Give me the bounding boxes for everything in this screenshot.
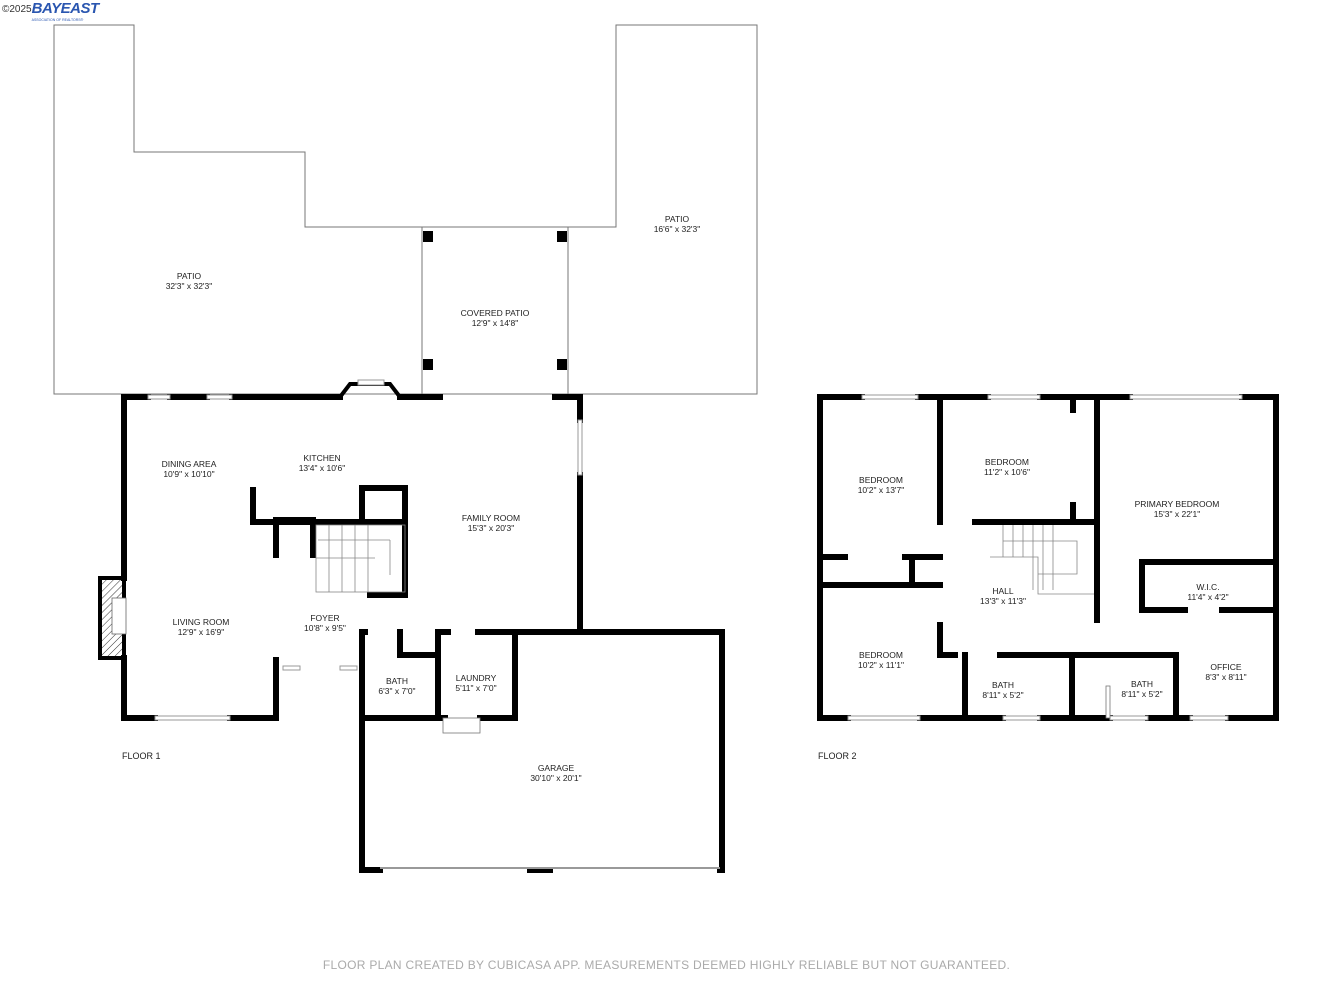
svg-text:BATH: BATH [1131, 679, 1153, 689]
room-label-wic: W.I.C.11'4" x 4'2" [1187, 582, 1228, 602]
svg-text:15'3" x 20'3": 15'3" x 20'3" [468, 523, 515, 533]
svg-text:8'11" x 5'2": 8'11" x 5'2" [1121, 689, 1162, 699]
svg-text:W.I.C.: W.I.C. [1196, 582, 1219, 592]
copyright-text: ©2025 [2, 4, 32, 15]
svg-text:10'2" x 13'7": 10'2" x 13'7" [858, 485, 905, 495]
svg-text:PATIO: PATIO [177, 271, 202, 281]
logo-tagline: ASSOCIATION OF REALTORS® [31, 18, 84, 22]
svg-text:15'3" x 22'1": 15'3" x 22'1" [1154, 509, 1201, 519]
svg-text:10'8" x 9'5": 10'8" x 9'5" [304, 623, 346, 633]
svg-text:11'2" x 10'6": 11'2" x 10'6" [984, 467, 1030, 477]
svg-text:BATH: BATH [992, 680, 1014, 690]
svg-text:PATIO: PATIO [665, 214, 690, 224]
svg-text:8'11" x 5'2": 8'11" x 5'2" [982, 690, 1023, 700]
svg-text:13'3" x 11'3": 13'3" x 11'3" [980, 596, 1026, 606]
svg-text:BEDROOM: BEDROOM [859, 650, 903, 660]
patio-post [557, 231, 567, 242]
svg-text:PRIMARY BEDROOM: PRIMARY BEDROOM [1135, 499, 1220, 509]
logo-mark: BAYEAST ASSOCIATION OF REALTORS® [31, 0, 100, 22]
svg-text:12'9" x 14'8": 12'9" x 14'8" [472, 318, 519, 328]
patio-outline [53, 24, 758, 395]
stairs [990, 525, 1094, 595]
svg-text:KITCHEN: KITCHEN [303, 453, 340, 463]
svg-text:BATH: BATH [386, 676, 408, 686]
logo-brand: BAYEAST [31, 0, 100, 17]
svg-text:DINING AREA: DINING AREA [162, 459, 217, 469]
svg-text:GARAGE: GARAGE [538, 763, 575, 773]
svg-text:8'3" x 8'11": 8'3" x 8'11" [1205, 672, 1246, 682]
svg-text:10'9" x 10'10": 10'9" x 10'10" [163, 469, 214, 479]
svg-text:FAMILY ROOM: FAMILY ROOM [462, 513, 520, 523]
disclaimer-footer: FLOOR PLAN CREATED BY CUBICASA APP. MEAS… [322, 958, 1011, 972]
svg-text:5'11" x 7'0": 5'11" x 7'0" [455, 683, 496, 693]
svg-text:HALL: HALL [992, 586, 1014, 596]
svg-text:OFFICE: OFFICE [1210, 662, 1241, 672]
bayeast-logo: ©2025 BAYEAST ASSOCIATION OF REALTORS® [2, 0, 100, 22]
svg-text:BEDROOM: BEDROOM [859, 475, 903, 485]
svg-text:30'10" x 20'1": 30'10" x 20'1" [530, 773, 581, 783]
svg-text:6'3" x 7'0": 6'3" x 7'0" [378, 686, 415, 696]
floor-1-label: FLOOR 1 [122, 751, 161, 761]
svg-text:BEDROOM: BEDROOM [985, 457, 1029, 467]
svg-text:16'6" x 32'3": 16'6" x 32'3" [654, 224, 701, 234]
svg-text:10'2" x 11'1": 10'2" x 11'1" [858, 660, 904, 670]
svg-text:32'3" x 32'3": 32'3" x 32'3" [166, 281, 213, 291]
svg-text:13'4" x 10'6": 13'4" x 10'6" [299, 463, 346, 473]
floor-2-label: FLOOR 2 [818, 751, 857, 761]
patio-post [423, 231, 433, 242]
svg-text:FOYER: FOYER [310, 613, 339, 623]
svg-text:12'9" x 16'9": 12'9" x 16'9" [178, 627, 225, 637]
floor1-walls [98, 379, 725, 873]
svg-text:COVERED PATIO: COVERED PATIO [461, 308, 530, 318]
svg-text:LIVING ROOM: LIVING ROOM [173, 617, 230, 627]
svg-text:LAUNDRY: LAUNDRY [456, 673, 497, 683]
svg-text:11'4" x 4'2": 11'4" x 4'2" [1187, 592, 1228, 602]
patio-post [423, 359, 433, 370]
floor2-walls [817, 394, 1279, 721]
stairs [315, 524, 406, 593]
patio-post [557, 359, 567, 370]
